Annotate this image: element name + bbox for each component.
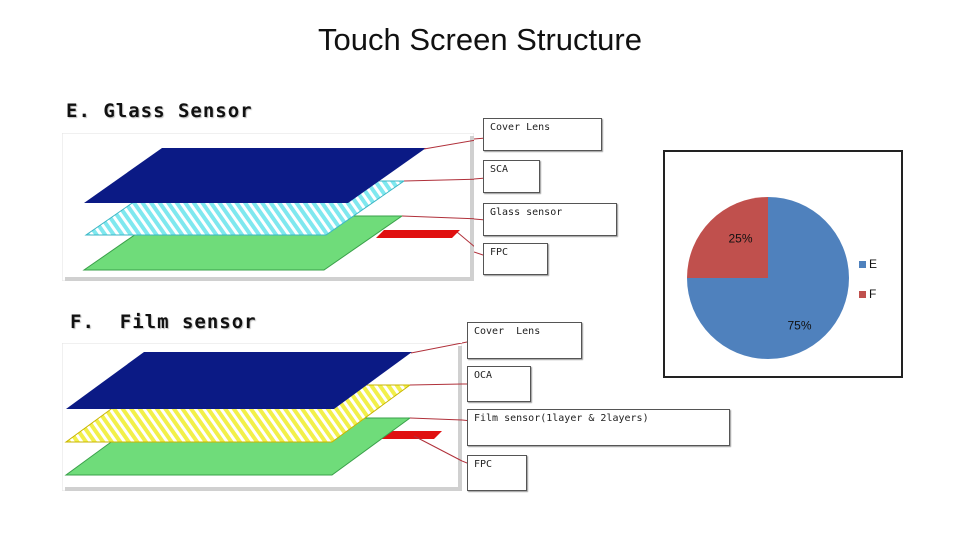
- film-leader-cover: [410, 343, 462, 354]
- film-label-fpc: FPC: [467, 455, 527, 491]
- glass-leader-cover: [423, 139, 474, 150]
- film-label-oca: OCA: [467, 366, 531, 402]
- glass-leader-sca: [403, 178, 474, 182]
- legend-swatch-f: [859, 291, 866, 298]
- film-label-cover-lens: Cover Lens: [467, 322, 582, 359]
- page-title: Touch Screen Structure: [318, 22, 642, 57]
- pie-data-label-f: 25%: [728, 231, 752, 245]
- glass-cover-lens: [84, 148, 426, 203]
- legend-label-e: E: [869, 257, 877, 271]
- film-cover-lens: [66, 352, 412, 409]
- legend-label-f: F: [869, 287, 876, 301]
- film-label-sensor: Film sensor(1layer & 2layers): [467, 409, 730, 446]
- film-leader-oca: [409, 383, 462, 386]
- glass-section-heading: E. Glass Sensor: [66, 100, 253, 122]
- glass-leader-sensor: [401, 215, 474, 220]
- glass-leader-fpc: [456, 231, 474, 247]
- pie-chart-frame: 75% 25% E F: [663, 150, 903, 378]
- glass-sensor-diagram: [62, 133, 474, 281]
- film-section-heading: F. Film sensor: [70, 311, 257, 333]
- film-leader-sensor: [409, 417, 462, 421]
- glass-label-fpc: FPC: [483, 243, 548, 275]
- pie-data-label-e: 75%: [787, 319, 811, 333]
- film-sensor-diagram: [62, 343, 462, 491]
- film-leader-fpc: [413, 435, 462, 462]
- glass-fpc: [376, 230, 460, 238]
- glass-label-cover-lens: Cover Lens: [483, 118, 602, 151]
- glass-label-sensor: Glass sensor: [483, 203, 617, 236]
- legend-swatch-e: [859, 261, 866, 268]
- glass-label-sca: SCA: [483, 160, 540, 193]
- pie-slice-f: [687, 197, 768, 278]
- pie-chart: 75% 25% E F: [687, 197, 877, 359]
